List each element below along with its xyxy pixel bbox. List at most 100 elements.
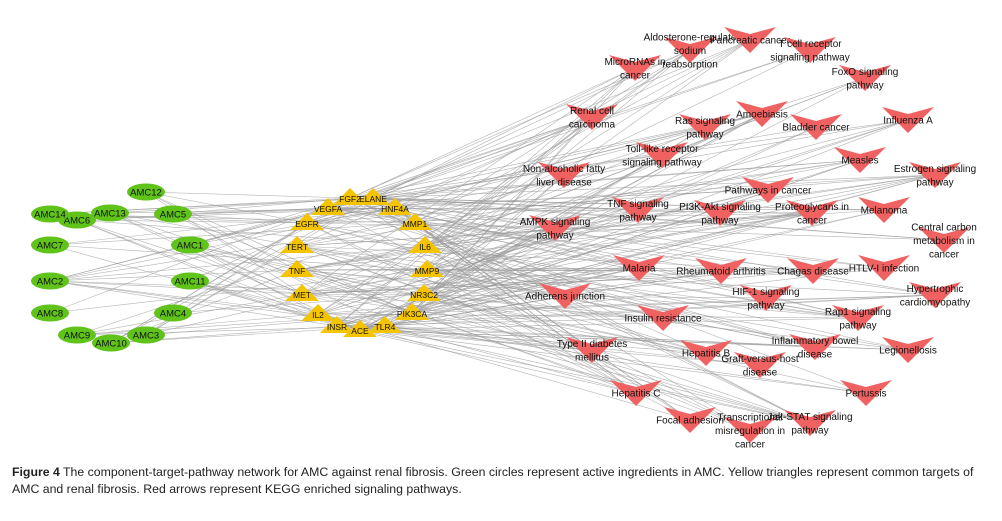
ingredient-node: AMC14 [31, 205, 69, 223]
target-node: FGF2 [333, 188, 367, 205]
target-triangle [320, 316, 354, 333]
edge [189, 244, 413, 314]
edge [49, 244, 428, 271]
pathway-arrow [724, 27, 776, 53]
edge [296, 269, 637, 394]
edge [359, 329, 811, 424]
target-node: EGFR [290, 213, 324, 230]
pathway-arrow [909, 162, 961, 188]
edge [411, 126, 817, 314]
edge [49, 280, 338, 327]
ingredient-node: AMC1 [171, 236, 209, 254]
edge [76, 313, 319, 336]
pathway-node: Adherens junction [525, 283, 605, 309]
edge [384, 325, 593, 351]
pathway-label: HTLV-I infection [849, 264, 919, 275]
ingredient-circle [31, 205, 69, 223]
target-triangle [378, 198, 412, 215]
target-label: VEGFA [314, 204, 343, 214]
target-node: MET [285, 284, 319, 301]
ingredient-circle [31, 236, 69, 254]
pathway-label: disease [798, 350, 833, 361]
target-label: ACE [351, 326, 369, 336]
pathway-label: disease [743, 368, 778, 379]
pathway-arrow [784, 37, 836, 63]
pathway-label: Insulin resistance [624, 314, 702, 325]
pathway-node: Bladder cancer [782, 114, 850, 140]
ingredient-label: AMC14 [34, 210, 66, 221]
edge [426, 269, 936, 296]
edge [301, 293, 707, 354]
pathway-label: pathway [839, 321, 876, 332]
ingredient-node: AMC5 [154, 205, 192, 223]
pathway-label: PI3K-Akt signaling [679, 202, 761, 213]
ingredient-circle [91, 204, 129, 222]
target-label: IL6 [419, 242, 431, 252]
ingredient-node: AMC13 [91, 204, 129, 222]
edge [394, 207, 811, 424]
ingredient-label: AMC12 [130, 188, 162, 199]
edge [189, 244, 319, 315]
pathway-node: Pathways in cancer [725, 177, 812, 203]
edge [109, 212, 413, 314]
edge [145, 191, 351, 199]
target-triangle [410, 260, 444, 277]
pathway-label: Aldosterone-regulate [644, 33, 737, 44]
pathway-arrow [789, 334, 841, 360]
edge [424, 245, 859, 319]
pathway-label: FoxO signaling [832, 67, 899, 78]
edge [306, 222, 816, 348]
edge [349, 116, 593, 199]
edge [296, 269, 811, 424]
pathway-label: Focal adhesion [656, 416, 724, 427]
ingredient-node: AMC8 [31, 304, 69, 322]
ingredient-circle [127, 183, 165, 201]
pathway-arrow [612, 197, 664, 223]
pathway-label: Adherens junction [525, 292, 605, 303]
pathway-arrow [566, 337, 618, 363]
ingredient-node: AMC7 [31, 236, 69, 254]
edge [411, 174, 936, 314]
pathway-label: MicroRNAs in [604, 57, 665, 68]
target-node: IL6 [408, 236, 442, 253]
edge [411, 312, 811, 424]
pathway-label: Central carbon [911, 223, 977, 234]
edge [317, 294, 936, 315]
pathway-arrow [566, 104, 618, 130]
pathway-label: pathway [536, 231, 573, 242]
pathway-arrow [834, 147, 886, 173]
pathway-label: Non-alcoholic fatty [523, 164, 605, 175]
pathway-arrow [609, 55, 661, 81]
target-label: HNF4A [381, 204, 409, 214]
pathway-arrow [736, 101, 788, 127]
pathway-arrow [840, 380, 892, 406]
edge [414, 77, 866, 224]
target-triangle [356, 188, 390, 205]
ingredient-label: AMC2 [37, 277, 63, 288]
pathway-label: Graft-versus-host [721, 354, 798, 365]
pathway-arrow [636, 142, 688, 168]
edge [426, 269, 859, 319]
edge [372, 174, 936, 199]
pathway-arrow [786, 200, 838, 226]
target-label: NR3C2 [410, 290, 438, 300]
pathway-arrow [787, 258, 839, 284]
ingredient-circle [127, 326, 165, 344]
edge [372, 154, 663, 199]
pathway-label: Hepatitis C [612, 389, 661, 400]
edge [424, 245, 637, 394]
pathway-arrow [664, 407, 716, 433]
pathway-label: pathway [686, 130, 723, 141]
ingredient-circle [154, 304, 192, 322]
pathway-node: Pertussis [840, 380, 892, 406]
pathway-arrow [538, 162, 590, 188]
